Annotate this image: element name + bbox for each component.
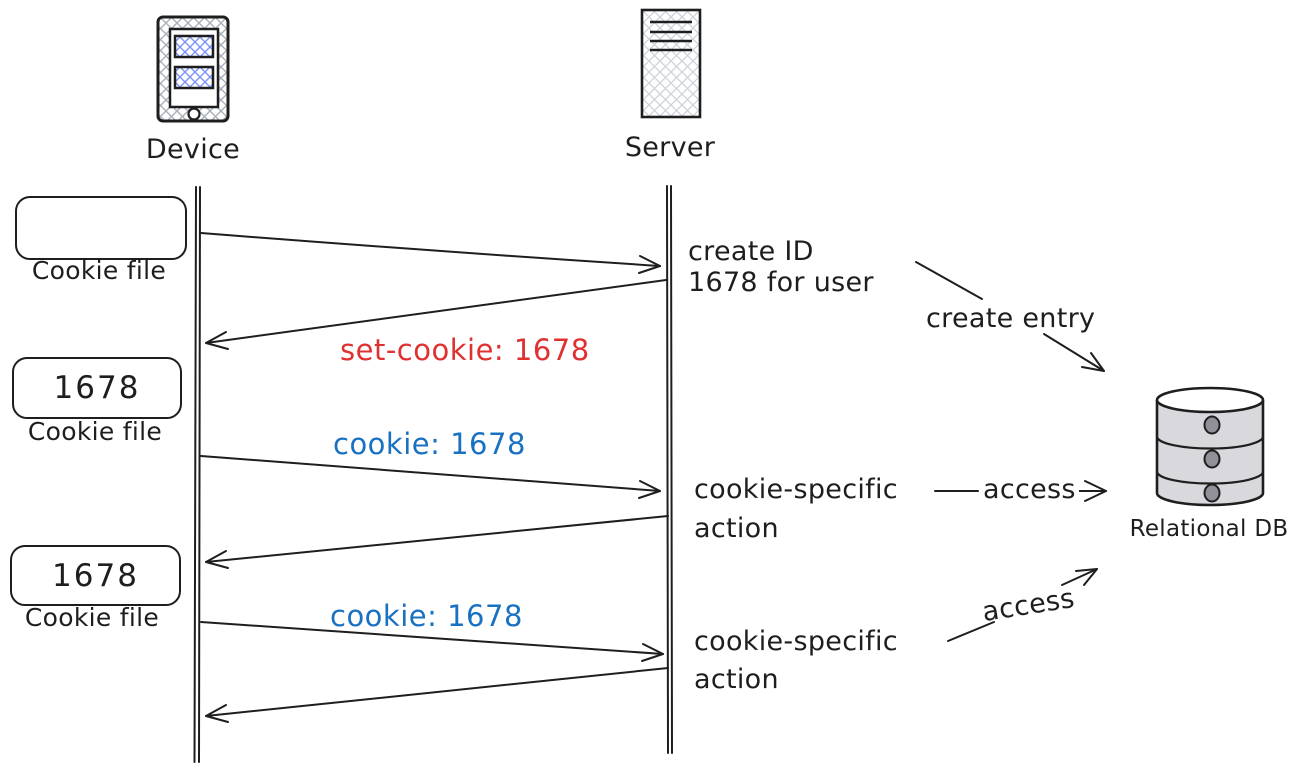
- cookie-file-box-3: 1678: [10, 545, 181, 606]
- lifeline-device: [193, 186, 201, 763]
- device-icon: [155, 12, 237, 128]
- arrow-initial-request: [200, 232, 661, 274]
- cookie-action-2-line2: action: [694, 663, 779, 695]
- create-entry-label: create entry: [926, 303, 1096, 334]
- arrow-create-entry: [915, 261, 1105, 372]
- device-label: Device: [145, 134, 241, 165]
- cookie-message-2: cookie: 1678: [330, 599, 523, 633]
- create-id-line1: create ID: [688, 236, 814, 267]
- server-icon: [638, 6, 708, 122]
- cookie-action-note-2: cookie-specific action: [694, 623, 898, 699]
- cookie-action-1-line1: cookie-specific: [694, 474, 898, 505]
- database-icon: [1146, 380, 1276, 516]
- database-label: Relational DB: [1129, 516, 1289, 542]
- lifeline-server: [666, 185, 673, 754]
- arrow-access-2: [947, 568, 1098, 642]
- cookie-file-box-2: 1678: [12, 357, 182, 419]
- cookie-file-label-2: Cookie file: [27, 417, 163, 446]
- cookie-file-value-3: 1678: [52, 557, 139, 594]
- cookie-file-label-1: Cookie file: [31, 256, 167, 285]
- set-cookie-message: set-cookie: 1678: [340, 333, 590, 367]
- cookie-action-1-line2: action: [694, 513, 779, 545]
- access-label-1: access: [980, 474, 1079, 506]
- arrow-cookie-request-1: [200, 455, 661, 499]
- arrow-response-2: [205, 667, 669, 723]
- create-id-note: create ID 1678 for user: [688, 236, 874, 298]
- cookie-action-2-line1: cookie-specific: [694, 626, 898, 657]
- cookie-message-1: cookie: 1678: [333, 427, 526, 461]
- cookie-action-note-1: cookie-specific action: [694, 470, 898, 548]
- create-id-line2: 1678 for user: [688, 267, 874, 299]
- cookie-file-value-2: 1678: [53, 370, 141, 406]
- cookie-file-box-1: [15, 196, 187, 260]
- arrow-set-cookie-response: [205, 279, 667, 350]
- arrow-response-1: [205, 515, 669, 569]
- arrow-cookie-request-2: [200, 621, 664, 662]
- server-label: Server: [624, 132, 716, 163]
- cookie-file-label-3: Cookie file: [24, 603, 160, 632]
